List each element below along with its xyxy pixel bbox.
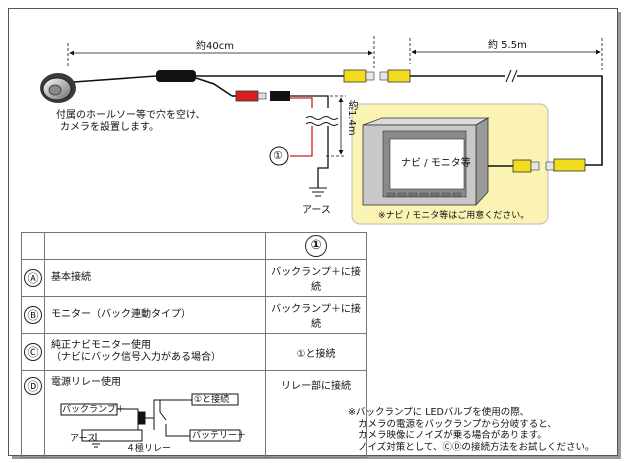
marker-1-label: ① bbox=[273, 149, 283, 162]
frame-shadow-bottom bbox=[12, 456, 621, 459]
row-result: リレー部に接続 bbox=[265, 370, 367, 458]
footnote-line-4: ノイズ対策として、ⒸⒹの接続方法をお試しください。 bbox=[358, 441, 595, 453]
relay-back-lamp-label: バックランプ＋ bbox=[62, 405, 125, 415]
footnote-line-1: ※バックランプに LEDバルブを使用の際、 bbox=[348, 407, 530, 418]
table-row: Ⓑ モニター（バック連動タイプ） バックランプ＋に接続 bbox=[21, 296, 367, 334]
ground-symbol bbox=[309, 187, 327, 197]
connection-table: ① Ⓐ 基本接続 バックランプ＋に接続 Ⓑ モニター（バック連動タイプ） バック… bbox=[21, 232, 367, 458]
dimension-40cm-label: 約40cm bbox=[196, 41, 234, 52]
dimension-40cm bbox=[67, 36, 375, 68]
table-row: Ⓐ 基本接続 バックランプ＋に接続 bbox=[21, 259, 367, 297]
dimension-1-4m bbox=[320, 95, 346, 157]
row-desc: モニター（バック連動タイプ） bbox=[44, 296, 266, 334]
row-result: バックランプ＋に接続 bbox=[265, 259, 367, 297]
yellow-rca-connector-top bbox=[343, 69, 411, 83]
monitor-label: ナビ / モニタ等 bbox=[401, 158, 471, 169]
header-empty-cell bbox=[21, 232, 45, 260]
dimension-5-5m bbox=[409, 38, 603, 70]
header-marker-1: ① bbox=[305, 235, 327, 257]
led-noise-footnote: ※バックランプに LEDバルブを使用の際、 カメラの電源をバックランプから分岐す… bbox=[348, 407, 594, 453]
marker-1-circle bbox=[269, 146, 289, 166]
header-desc-cell bbox=[44, 232, 266, 260]
relay-earth-label: アース bbox=[70, 434, 97, 444]
row-mark-b: Ⓑ bbox=[21, 296, 45, 334]
relay-4pole-label: ４極リレー bbox=[126, 444, 172, 454]
camera-icon bbox=[40, 73, 76, 103]
row-mark-d: Ⓓ bbox=[21, 370, 45, 458]
monitor-note: ※ナビ / モニタ等はご用意ください。 bbox=[378, 211, 530, 221]
row-desc: 電源リレー使用 bbox=[44, 370, 266, 458]
inline-filter-box bbox=[156, 70, 196, 82]
table-header-row: ① bbox=[21, 232, 367, 260]
row-mark-a: Ⓐ bbox=[21, 259, 45, 297]
dimension-1-4m-label: 約1.4m bbox=[346, 100, 357, 136]
footnote-line-3: カメラ映像にノイズが乗る場合があります。 bbox=[358, 430, 547, 441]
red-power-connector bbox=[232, 90, 329, 108]
row-result: バックランプ＋に接続 bbox=[265, 296, 367, 334]
earth-label: アース bbox=[302, 205, 331, 216]
camera-note-line-2: カメラを設置します。 bbox=[60, 122, 159, 133]
table-row: Ⓓ 電源リレー使用 リレー部に接続 bbox=[21, 370, 367, 458]
footnote-line-2: カメラの電源をバックランプから分岐すると、 bbox=[358, 418, 557, 430]
dimension-5-5m-label: 約 5.5m bbox=[488, 40, 527, 51]
frame-shadow-right bbox=[618, 12, 621, 458]
relay-connect-1-label: ①と接続 bbox=[194, 395, 230, 405]
header-result-cell: ① bbox=[265, 232, 367, 260]
main-cable bbox=[73, 75, 344, 97]
monitor-unit bbox=[362, 117, 490, 207]
row-result: ①と接続 bbox=[265, 333, 367, 371]
camera-install-note: 付属のホールソー等で穴を空け、 カメラを設置します。 bbox=[56, 110, 206, 134]
break-mark bbox=[305, 116, 339, 126]
row-desc: 基本接続 bbox=[44, 259, 266, 297]
row-desc: 純正ナビモニター使用 （ナビにバック信号入力がある場合） bbox=[44, 333, 266, 371]
relay-battery-label: バッテリー＋ bbox=[192, 431, 247, 441]
row-mark-c: Ⓒ bbox=[21, 333, 45, 371]
extension-cable bbox=[410, 69, 603, 166]
table-row: Ⓒ 純正ナビモニター使用 （ナビにバック信号入力がある場合） ①と接続 bbox=[21, 333, 367, 371]
lead-wires bbox=[290, 126, 329, 188]
yellow-rca-connector-bottom bbox=[488, 158, 586, 173]
camera-note-line-1: 付属のホールソー等で穴を空け、 bbox=[56, 110, 206, 121]
